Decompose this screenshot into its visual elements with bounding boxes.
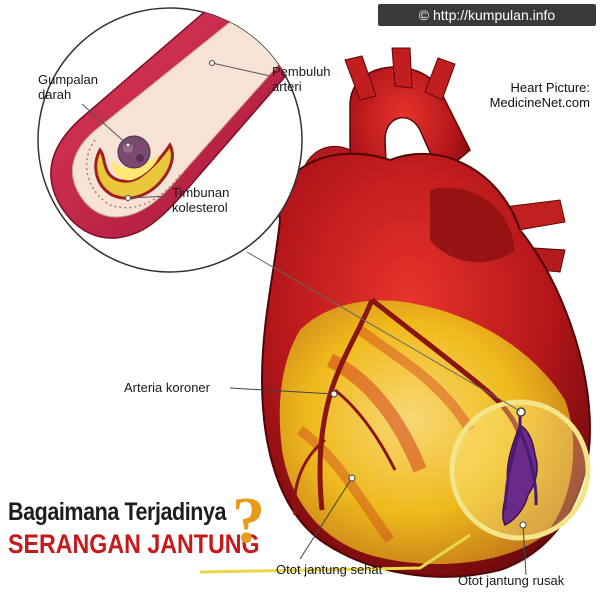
- label-artery-1: Pembuluh: [272, 64, 331, 79]
- heart: [262, 48, 590, 577]
- credit-line-2: MedicineNet.com: [490, 95, 590, 110]
- leader-dot: [210, 61, 215, 66]
- label-coronary: Arteria koroner: [124, 380, 211, 395]
- label-blood-clot-1: Gumpalan: [38, 72, 98, 87]
- label-plaque-2: kolesterol: [172, 200, 228, 215]
- blockage-point: [517, 408, 525, 416]
- leader-dot: [126, 196, 131, 201]
- question-mark: ?: [232, 488, 265, 554]
- leader-dot: [126, 143, 130, 147]
- image-credit: Heart Picture: MedicineNet.com: [490, 80, 590, 110]
- aorta-branch-2: [392, 48, 412, 88]
- blood-clot-texture: [136, 154, 144, 162]
- leader-dot: [331, 391, 337, 397]
- credit-line-1: Heart Picture:: [490, 80, 590, 95]
- watermark: © http://kumpulan.info: [378, 4, 596, 26]
- label-blood-clot-2: darah: [38, 87, 71, 102]
- diagram-title: Bagaimana Terjadinya SERANGAN JANTUNG: [8, 498, 268, 560]
- leader-dot: [520, 522, 526, 528]
- title-line-1: Bagaimana Terjadinya: [8, 498, 232, 527]
- aorta-branch-3: [425, 58, 455, 100]
- label-healthy-muscle: Otot jantung sehat: [276, 562, 383, 577]
- label-plaque-1: Timbunan: [172, 185, 229, 200]
- label-artery-2: arteri: [272, 79, 302, 94]
- label-damaged-muscle: Otot jantung rusak: [458, 573, 565, 588]
- leader-dot: [349, 475, 355, 481]
- title-line-2: SERANGAN JANTUNG: [8, 529, 232, 560]
